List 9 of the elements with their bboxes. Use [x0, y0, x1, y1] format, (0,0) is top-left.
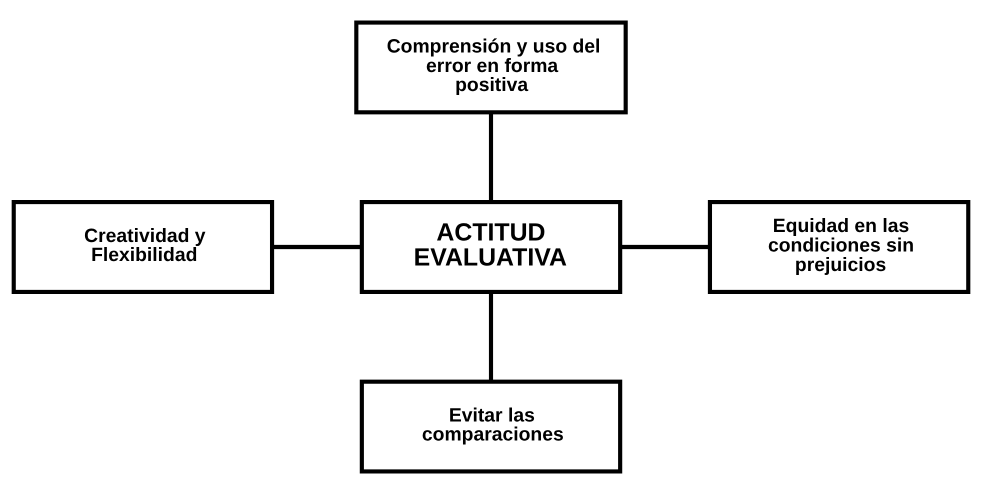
- node-box: Comprensión y uso del error en forma positiva: [354, 20, 628, 114]
- node-box: Evitar las comparaciones: [360, 379, 622, 474]
- connector: [488, 112, 494, 202]
- connector: [620, 244, 710, 249]
- node-box: Equidad en las condiciones sin prejuicios: [708, 200, 970, 294]
- node-box: Creatividad y Flexibilidad: [12, 200, 274, 294]
- connector: [488, 292, 494, 381]
- connector: [272, 244, 362, 249]
- node-box: ACTITUD EVALUATIVA: [360, 200, 622, 294]
